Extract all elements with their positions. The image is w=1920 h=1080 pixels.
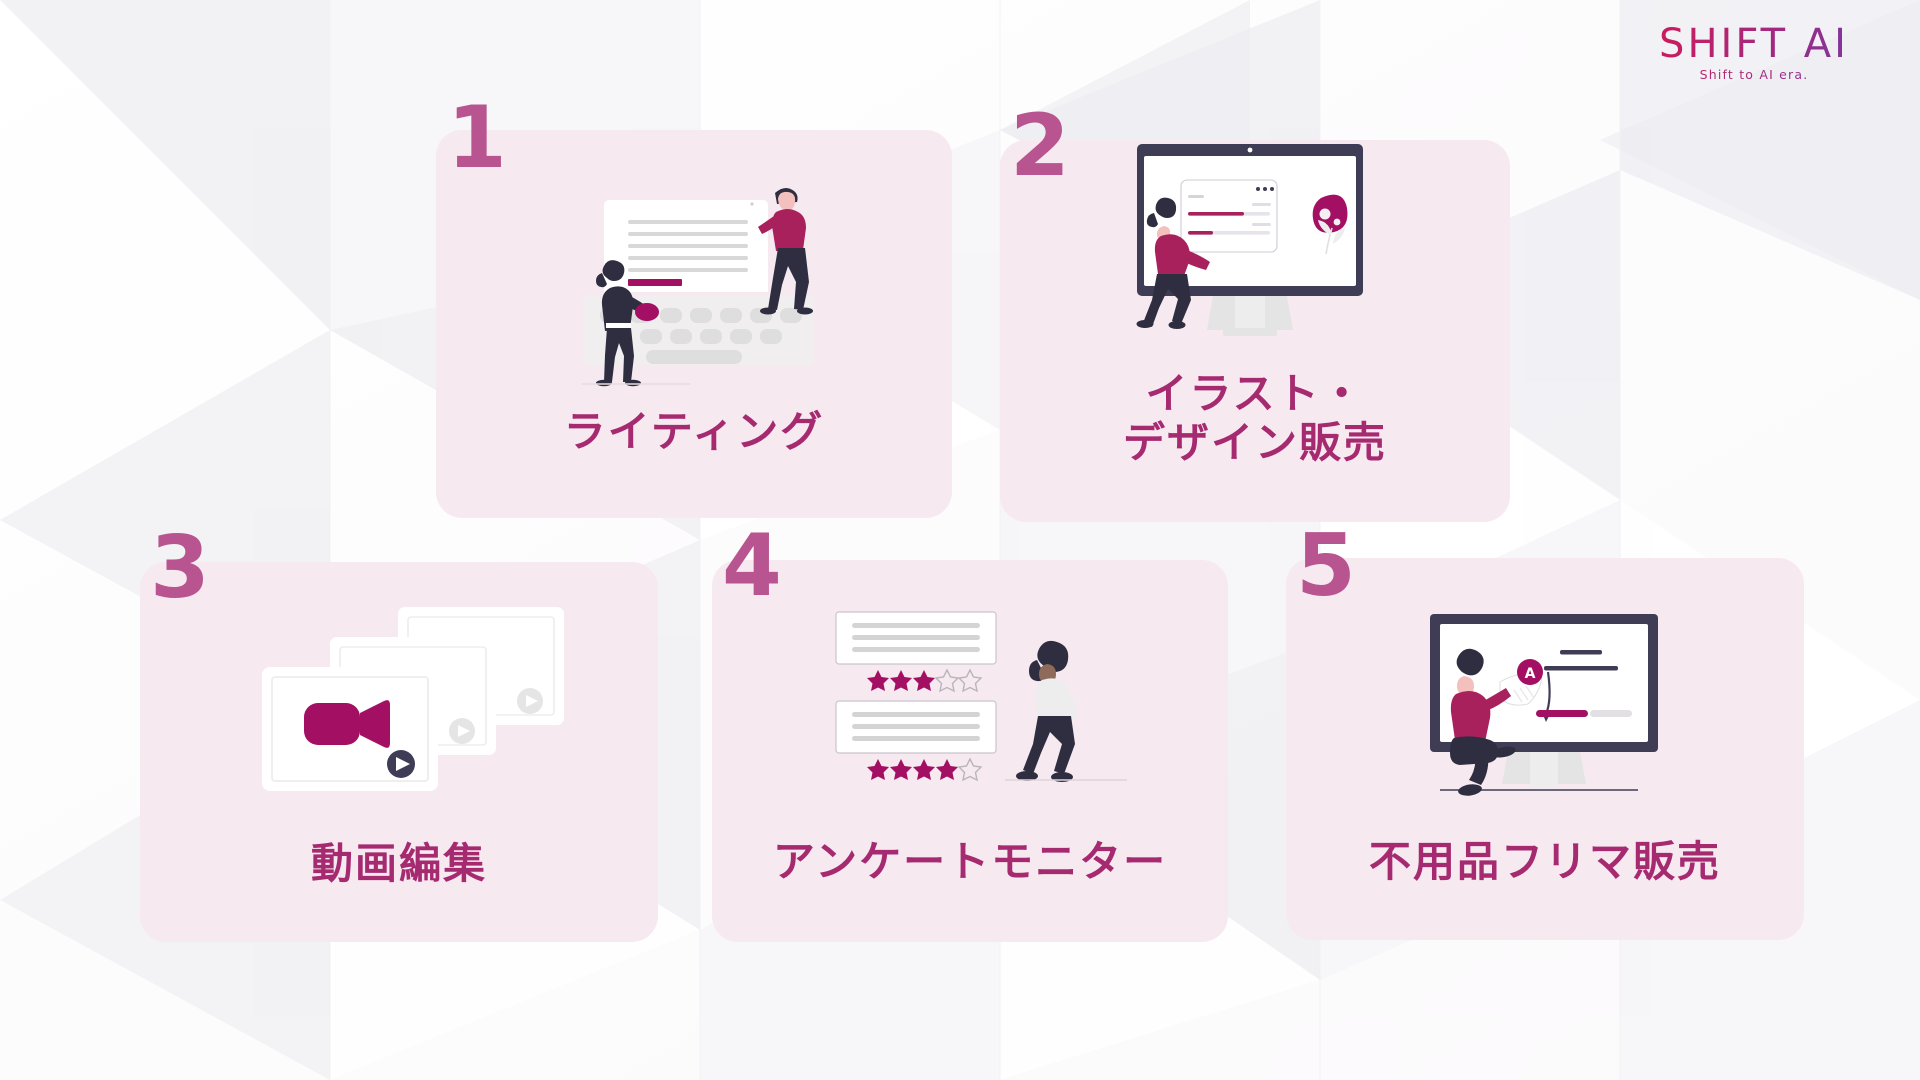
desktop-design-illustration bbox=[1125, 138, 1375, 338]
svg-text:A: A bbox=[1525, 666, 1536, 682]
card-number-2: 2 bbox=[1010, 96, 1070, 196]
logo-wordmark: SHIFT AI bbox=[1614, 24, 1894, 64]
card-title-1: ライティング bbox=[563, 407, 825, 456]
video-stack-illustration bbox=[238, 605, 568, 815]
rating-stars-row-1 bbox=[867, 668, 983, 693]
badge-circle bbox=[1517, 659, 1543, 685]
monitor-listing-illustration: A bbox=[1426, 610, 1666, 818]
rating-stars-row-2 bbox=[867, 757, 983, 782]
brand-logo: SHIFT AI Shift to AI era. bbox=[1614, 24, 1894, 82]
card-title-4: アンケートモニター bbox=[772, 837, 1168, 886]
play-icon-middle bbox=[449, 718, 475, 744]
survey-rating-illustration bbox=[832, 608, 1132, 820]
card-title-5: 不用品フリマ販売 bbox=[1368, 837, 1721, 886]
writing-keyboard-illustration bbox=[566, 160, 832, 387]
card-number-5: 5 bbox=[1296, 516, 1356, 616]
card-title-3: 動画編集 bbox=[310, 839, 487, 888]
card-number-1: 1 bbox=[447, 88, 507, 188]
play-icon-back bbox=[517, 688, 543, 714]
card-title-2: イラスト・ デザイン販売 bbox=[1122, 369, 1387, 467]
logo-tagline: Shift to AI era. bbox=[1614, 67, 1894, 82]
card-number-3: 3 bbox=[150, 518, 210, 618]
card-number-4: 4 bbox=[722, 516, 782, 616]
video-camera-icon bbox=[304, 700, 390, 748]
play-icon-front bbox=[387, 750, 415, 778]
